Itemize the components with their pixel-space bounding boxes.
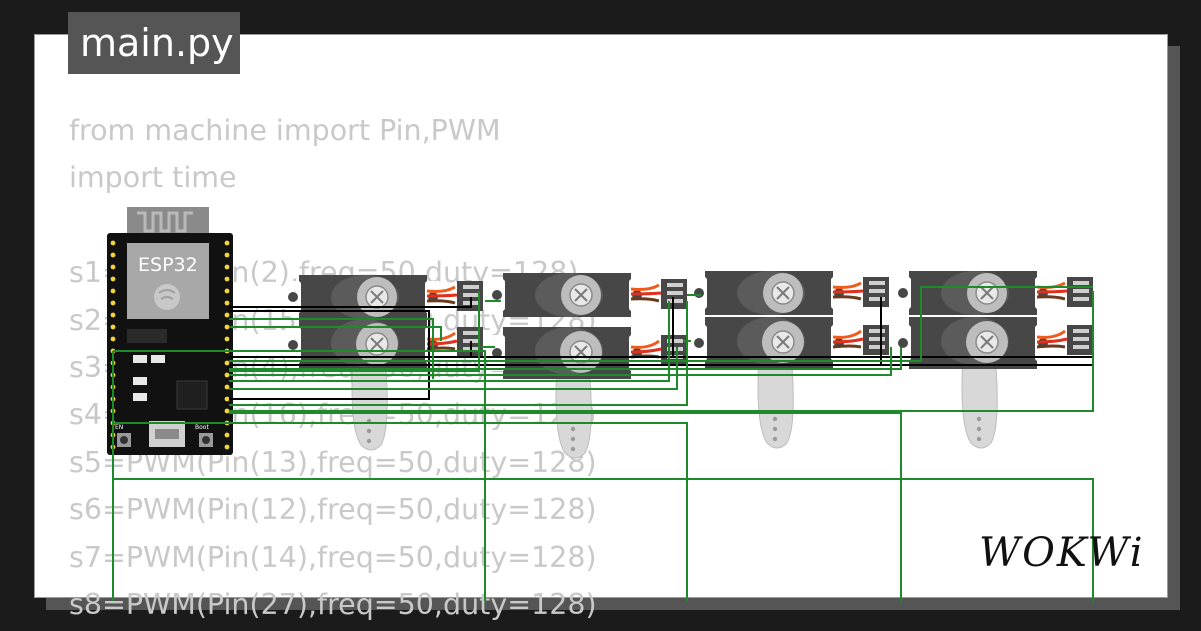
wokwi-logo: WOKWi [979, 530, 1145, 576]
servo-6[interactable] [689, 315, 891, 450]
simulation-canvas[interactable]: from machine import Pin,PWM import time … [34, 34, 1168, 621]
code-line: s7=PWM(Pin(14),freq=50,duty=128) [69, 540, 597, 574]
code-line: s6=PWM(Pin(12),freq=50,duty=128) [69, 493, 597, 527]
servo-1[interactable] [283, 273, 485, 321]
servo-7[interactable] [893, 269, 1095, 317]
wokwi-logo-text: WOKWi [979, 530, 1145, 576]
code-line: from machine import Pin,PWM [69, 114, 501, 147]
servo-4[interactable] [487, 325, 689, 460]
esp32-board[interactable]: ESP32 [107, 207, 233, 455]
servo-8[interactable] [893, 315, 1095, 450]
code-line: s8=PWM(Pin(27),freq=50,duty=128) [69, 588, 597, 622]
boot-label: Boot [195, 424, 209, 431]
code-line: import time [69, 161, 237, 195]
esp32-label: ESP32 [138, 254, 198, 276]
file-tab-label: main.py [80, 21, 234, 65]
file-tab-main-py[interactable]: main.py [68, 12, 240, 74]
gnd-wires [229, 297, 1094, 400]
en-label: EN [115, 424, 123, 431]
signal-wires [112, 286, 1094, 601]
servo-5[interactable] [689, 269, 891, 317]
servo-2[interactable] [283, 317, 485, 452]
servo-3[interactable] [487, 271, 689, 319]
